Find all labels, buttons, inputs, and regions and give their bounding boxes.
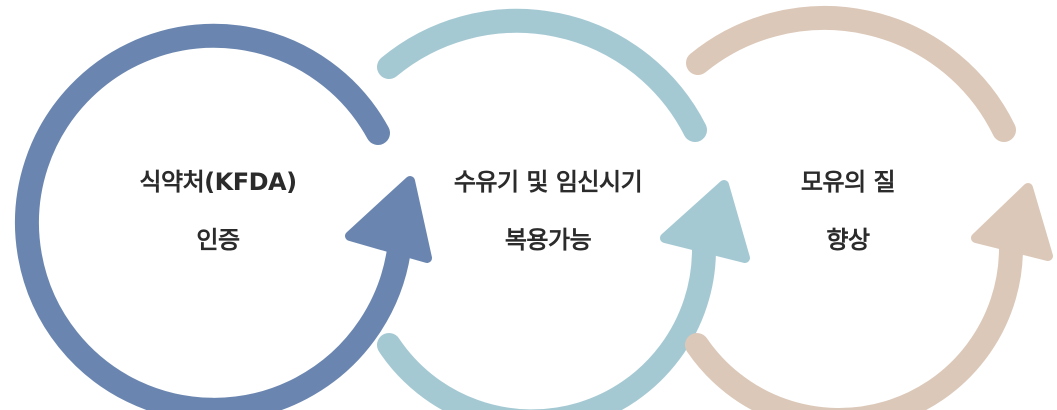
step-2-subtitle: 복용가능: [504, 226, 592, 254]
step-3-cycle: [685, 6, 1053, 410]
step-3-subtitle: 향상: [826, 226, 870, 254]
step-3-label: 모유의 질 향상: [718, 170, 978, 252]
step-1-cycle: [15, 23, 432, 410]
step-1-arrowhead: [345, 176, 432, 263]
step-1-title: 식약처(KFDA): [139, 168, 297, 196]
step-2-bottom-arc: [377, 238, 716, 410]
step-2-cycle: [377, 8, 750, 410]
step-2-top-arc: [377, 8, 707, 142]
step-1-arc: [15, 23, 411, 410]
step-2-label: 수유기 및 임신시기 복용가능: [418, 170, 678, 252]
step-1-label: 식약처(KFDA) 인증: [88, 170, 348, 252]
step-2-arrowhead: [660, 180, 750, 263]
step-1-subtitle: 인증: [196, 226, 240, 254]
step-3-title: 모유의 질: [800, 168, 896, 196]
step-3-arrowhead: [971, 183, 1053, 261]
step-3-bottom-arc: [685, 238, 1023, 410]
step-2-title: 수유기 및 임신시기: [453, 168, 643, 196]
step-3-top-arc: [686, 6, 1016, 142]
